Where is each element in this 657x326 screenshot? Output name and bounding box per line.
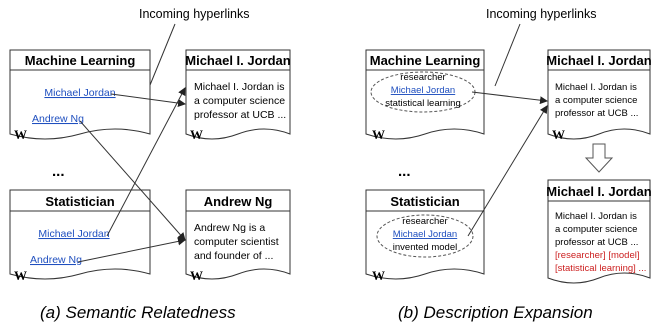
desc-line: professor at UCB ... bbox=[555, 108, 638, 119]
caption-b: (b) Description Expansion bbox=[398, 303, 593, 322]
page-title: Michael I. Jordan bbox=[546, 184, 652, 199]
hyperlink-arrow bbox=[471, 91, 548, 105]
link-michael-jordan[interactable]: Michael Jordan bbox=[391, 85, 455, 96]
desc-line: Andrew Ng is a bbox=[194, 222, 265, 234]
page-title: Michael I. Jordan bbox=[185, 53, 291, 68]
page-machine-learning-a: Machine Learning Michael Jordan Andrew N… bbox=[9, 49, 151, 142]
context-word: invented model bbox=[393, 242, 457, 253]
desc-line: Michael I. Jordan is bbox=[555, 82, 637, 93]
wikipedia-icon: W bbox=[552, 127, 565, 142]
caption-a: (a) Semantic Relatedness bbox=[40, 303, 236, 322]
hyperlink-arrow bbox=[467, 105, 548, 237]
desc-line: a computer science bbox=[555, 95, 637, 106]
link-michael-jordan[interactable]: Michael Jordan bbox=[44, 87, 115, 99]
link-michael-jordan[interactable]: Michael Jordan bbox=[38, 228, 109, 240]
wikipedia-icon: W bbox=[372, 127, 385, 142]
page-andrew-ng-a: Andrew Ng Andrew Ng is a computer scient… bbox=[185, 189, 291, 283]
desc-line: professor at UCB ... bbox=[194, 109, 286, 121]
hyperlink-arrow bbox=[77, 237, 186, 263]
down-arrow-icon bbox=[584, 143, 614, 173]
context-ellipse bbox=[376, 214, 474, 258]
page-title: Machine Learning bbox=[370, 53, 481, 68]
page-michael-jordan-expanded: Michael I. Jordan Michael I. Jordan is a… bbox=[546, 179, 652, 284]
page-statistician-a: Statistician Michael Jordan Andrew Ng W bbox=[9, 189, 151, 283]
context-word: statistical learning bbox=[385, 98, 461, 109]
link-michael-jordan[interactable]: Michael Jordan bbox=[393, 229, 457, 240]
page-title: Machine Learning bbox=[25, 53, 136, 68]
page-title: Michael I. Jordan bbox=[546, 53, 652, 68]
page-statistician-b: Statistician researcher Michael Jordan i… bbox=[365, 189, 485, 283]
page-title: Statistician bbox=[390, 194, 459, 209]
hyperlink-arrow bbox=[79, 120, 186, 241]
ellipsis-b: ... bbox=[398, 163, 411, 180]
desc-line: Michael I. Jordan is bbox=[194, 81, 284, 93]
desc-line: and founder of ... bbox=[194, 250, 273, 262]
context-word: researcher bbox=[402, 216, 447, 227]
incoming-hyperlinks-label-b: Incoming hyperlinks bbox=[486, 7, 596, 21]
link-andrew-ng[interactable]: Andrew Ng bbox=[32, 113, 84, 125]
label-pointer-a bbox=[147, 23, 176, 91]
wikipedia-icon: W bbox=[190, 268, 203, 283]
page-title: Andrew Ng bbox=[204, 194, 273, 209]
desc-line: a computer science bbox=[555, 224, 637, 235]
desc-line: computer scientist bbox=[194, 236, 279, 248]
ellipsis-a: ... bbox=[52, 163, 65, 180]
expansion-line: [researcher] [model] bbox=[555, 250, 639, 261]
context-word: researcher bbox=[400, 72, 445, 83]
hyperlink-arrow bbox=[110, 93, 186, 108]
desc-line: a computer science bbox=[194, 95, 285, 107]
incoming-hyperlinks-label-a: Incoming hyperlinks bbox=[139, 7, 249, 21]
page-michael-jordan-a: Michael I. Jordan Michael I. Jordan is a… bbox=[185, 49, 291, 142]
desc-line: Michael I. Jordan is bbox=[555, 211, 637, 222]
link-andrew-ng[interactable]: Andrew Ng bbox=[30, 254, 82, 266]
expansion-line: [statistical learning] ... bbox=[555, 263, 646, 274]
page-machine-learning-b: Machine Learning researcher Michael Jord… bbox=[365, 49, 485, 142]
wikipedia-icon: W bbox=[14, 268, 27, 283]
wikipedia-icon: W bbox=[372, 268, 385, 283]
wikipedia-icon: W bbox=[190, 127, 203, 142]
page-michael-jordan-b: Michael I. Jordan Michael I. Jordan is a… bbox=[546, 49, 652, 142]
desc-line: professor at UCB ... bbox=[555, 237, 638, 248]
label-pointer-b bbox=[494, 23, 521, 87]
wikipedia-icon: W bbox=[14, 127, 27, 142]
hyperlink-arrow bbox=[106, 87, 186, 237]
page-title: Statistician bbox=[45, 194, 114, 209]
